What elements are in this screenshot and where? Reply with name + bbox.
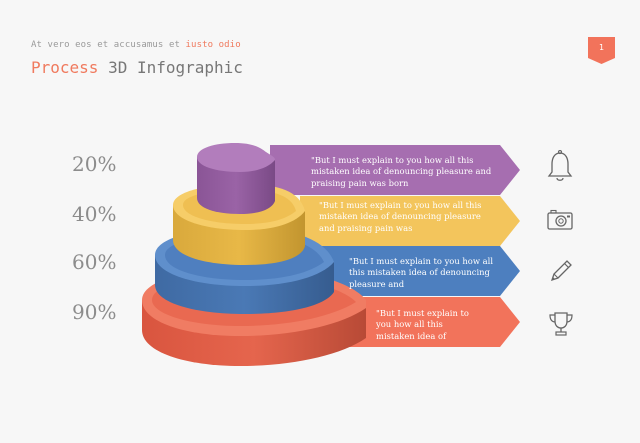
- percent-label-level-3: 60%: [72, 250, 117, 274]
- ribbon-level-1: [270, 145, 520, 195]
- camera-icon: [547, 209, 573, 230]
- percent-label-level-4: 90%: [72, 300, 117, 324]
- title-text: 3D Infographic: [98, 58, 243, 77]
- page-title: Process 3D Infographic: [31, 58, 243, 77]
- ribbon-text-level-2: "But I must explain to you how all this …: [319, 200, 482, 233]
- layer-level-1: [197, 143, 275, 214]
- pencil-icon: [550, 260, 572, 282]
- title-highlight: Process: [31, 58, 99, 77]
- ribbon-level-3: [318, 246, 520, 296]
- page-number-badge: 1: [588, 37, 615, 64]
- subtitle-highlight: iusto odio: [185, 40, 241, 50]
- page-number: 1: [598, 43, 605, 52]
- bell-icon: [547, 150, 573, 181]
- ribbon-text-level-4: "But I must explain to you how all this …: [376, 308, 469, 341]
- ribbon-text-level-3: "But I must explain to you how all this …: [349, 256, 494, 289]
- percent-label-level-2: 40%: [72, 202, 117, 226]
- percent-label-level-1: 20%: [72, 152, 117, 176]
- trophy-icon: [549, 312, 573, 336]
- subtitle-text: At vero eos et accusamus et: [31, 40, 186, 50]
- ribbon-level-4: [346, 297, 520, 347]
- ribbon-level-2: [300, 196, 520, 246]
- subtitle: At vero eos et accusamus et iusto odio: [31, 40, 241, 50]
- badge-shape-icon: [588, 37, 615, 64]
- ribbon-text-level-1: "But I must explain to you how all this …: [311, 155, 492, 188]
